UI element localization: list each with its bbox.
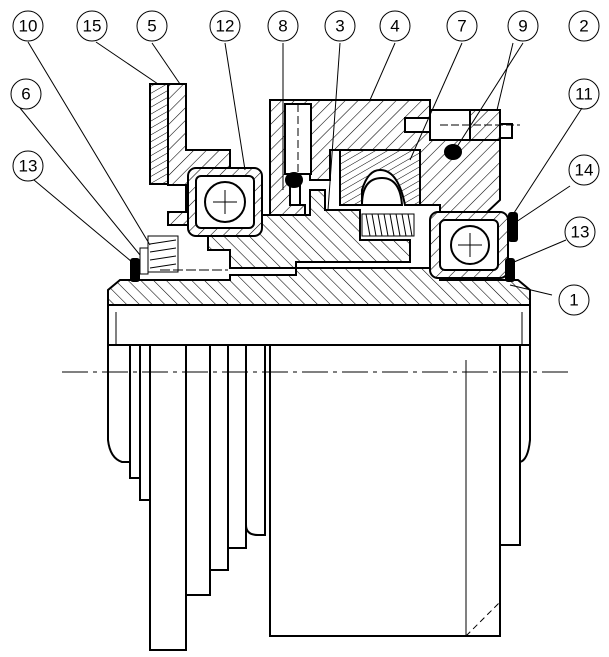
- callout-14-label: 14: [575, 161, 594, 180]
- callout-13-left: 13: [12, 150, 44, 182]
- callout-15-label: 15: [83, 17, 102, 36]
- callout-14: 14: [568, 154, 600, 186]
- left-bearing: [187, 167, 263, 237]
- callout-6: 6: [10, 78, 42, 110]
- callout-3: 3: [324, 10, 356, 42]
- callout-9-label: 9: [518, 17, 527, 36]
- seals-and-rings: [130, 144, 518, 282]
- callout-1: 1: [558, 284, 590, 316]
- leader-lines: [19, 41, 583, 296]
- springs: [147, 213, 415, 273]
- callout-6-label: 6: [21, 85, 30, 104]
- callout-10: 10: [12, 10, 44, 42]
- callout-13-right: 13: [564, 216, 596, 248]
- callout-15: 15: [76, 10, 108, 42]
- callout-1-label: 1: [569, 291, 578, 310]
- callout-5: 5: [136, 10, 168, 42]
- callouts: 1 2 3 4 5 6 7 8: [10, 10, 600, 316]
- callout-7-label: 7: [457, 17, 466, 36]
- callout-8: 8: [267, 10, 299, 42]
- hub-shaft: [107, 267, 531, 346]
- callout-4-label: 4: [390, 17, 399, 36]
- callout-7: 7: [446, 10, 478, 42]
- callout-13-right-label: 13: [571, 223, 590, 242]
- callout-5-label: 5: [147, 17, 156, 36]
- callout-4: 4: [379, 10, 411, 42]
- callout-3-label: 3: [335, 17, 344, 36]
- callout-10-label: 10: [19, 17, 38, 36]
- right-bearing: [429, 211, 509, 279]
- lower-outline: [107, 344, 531, 651]
- bolt: [429, 109, 520, 141]
- coil: [339, 149, 421, 206]
- callout-2: 2: [568, 10, 600, 42]
- callout-2-label: 2: [579, 17, 588, 36]
- callout-11: 11: [568, 78, 600, 110]
- callout-8-label: 8: [278, 17, 287, 36]
- callout-12-label: 12: [216, 17, 235, 36]
- callout-12: 12: [209, 10, 241, 42]
- callout-11-label: 11: [575, 85, 593, 104]
- callout-13-left-label: 13: [19, 157, 38, 176]
- callout-9: 9: [507, 10, 539, 42]
